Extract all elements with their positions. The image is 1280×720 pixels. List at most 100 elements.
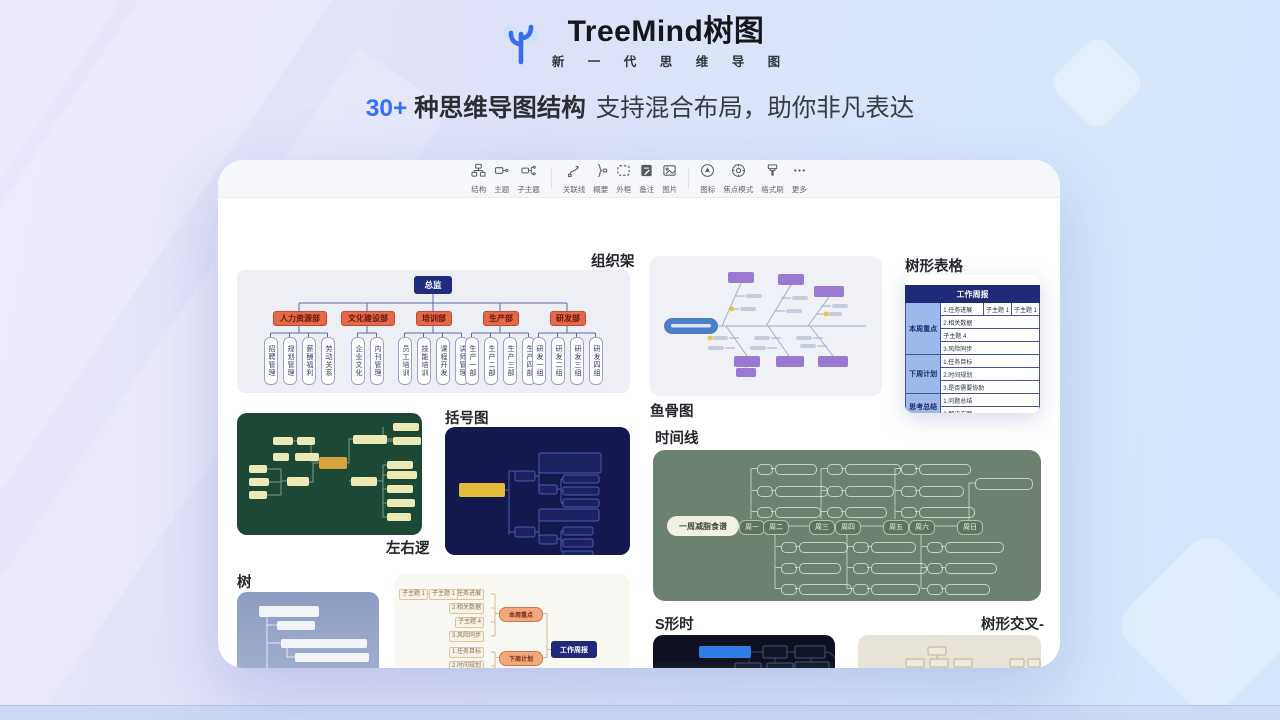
path [505, 470, 515, 535]
rect [929, 658, 949, 668]
brand-en: TreeMind [567, 15, 704, 48]
rect [521, 167, 530, 173]
tr: 3.是否需要协助 [906, 380, 1040, 394]
toolbar-item-sticker[interactable]: 图标 [696, 163, 719, 195]
toolbar-item-note[interactable]: 备注 [635, 163, 658, 195]
rect [471, 171, 478, 177]
timeline-leaf-node [845, 507, 887, 518]
path [807, 296, 830, 327]
image-icon [662, 163, 677, 183]
toolbar-item-subtopic[interactable]: 子主题 [513, 163, 544, 195]
rect [295, 453, 319, 461]
circle [729, 306, 735, 312]
headline-strong: 种思维导图结构 [414, 95, 586, 122]
rect [728, 272, 754, 283]
hdr: 工作周报 [905, 285, 1040, 303]
rect [297, 437, 315, 445]
toolbar-item-outer-frame[interactable]: 外框 [612, 163, 635, 195]
org-dept-node: 生产部 [482, 311, 520, 326]
g [514, 452, 602, 555]
org-leaf-node: 技能培训 [417, 337, 431, 385]
timeline-leaf-node [757, 507, 773, 518]
fishbone-illustration [664, 272, 866, 377]
td: 子主题 1 [1010, 302, 1040, 316]
gallery-label-fishbone: 鱼骨图 [650, 404, 694, 420]
org-leaf-node: 生产二部 [484, 337, 498, 385]
timeline-leaf-node [827, 464, 843, 475]
rect [617, 164, 630, 176]
timeline-leaf-node [757, 464, 773, 475]
timeline-leaf-node [871, 584, 920, 595]
path [267, 624, 281, 644]
timeline-leaf-node [871, 563, 927, 574]
rect [794, 645, 826, 659]
timeline-leaf-node [853, 542, 869, 553]
rect [562, 486, 600, 496]
path [721, 282, 742, 327]
toolbar-item-topic[interactable]: 主题 [490, 163, 513, 195]
toolbar-item-structure[interactable]: 结构 [467, 163, 490, 195]
brand-subtitle: 新 一 代 思 维 导 图 [551, 55, 791, 69]
timeline-leaf-node [799, 584, 852, 595]
circle [665, 167, 669, 171]
rect [712, 336, 728, 340]
rect [480, 171, 486, 177]
org-dept-node: 培训部 [415, 311, 453, 326]
headline-highlight: 30+ [365, 95, 408, 122]
org-chart-thumbnail: 总监人力资源部招聘管理规划管理薪酬福利劳动关系文化建设部企业文化内刊管理培训部员… [237, 270, 630, 393]
rect [671, 324, 711, 328]
toolbar-item-format-painter[interactable]: 格式刷 [757, 163, 788, 195]
gallery-label-tree-table: 树形表格 [905, 259, 963, 275]
rect [663, 164, 676, 176]
rect [387, 461, 413, 469]
toolbar-item-focus-mode[interactable]: 焦点模式 [719, 163, 757, 195]
path [535, 517, 540, 539]
rect [562, 538, 594, 548]
path [765, 284, 792, 327]
org-leaf-node: 薪酬福利 [302, 337, 316, 385]
path [267, 468, 287, 496]
decorative-graphic [598, 163, 608, 177]
weekly-leaf-node: 子主题 4 [455, 617, 485, 628]
toolbar-item-label: 图片 [662, 184, 678, 194]
timeline-day-node: 周四 [835, 519, 861, 535]
path [557, 478, 563, 504]
rect [514, 526, 536, 538]
org-leaf-node: 研发二组 [551, 337, 565, 385]
timeline-leaf-node [853, 584, 869, 595]
circle [701, 163, 715, 177]
rect [495, 166, 504, 174]
rect [762, 645, 788, 659]
path [767, 325, 790, 357]
timeline-leaf-node [975, 478, 1033, 490]
decorative-graphic [270, 294, 596, 337]
rect [734, 356, 760, 367]
sec: 本周重点 [905, 302, 942, 355]
rect [792, 296, 808, 300]
circle [802, 168, 805, 172]
decorative-graphic [641, 164, 652, 176]
timeline-leaf-node [781, 542, 797, 553]
timeline-leaf-node [919, 507, 975, 518]
format-painter-icon [765, 163, 780, 183]
toolbar-item-relation-line[interactable]: 关联线 [559, 163, 590, 195]
rect [754, 336, 770, 340]
rect [249, 478, 269, 486]
topic-icon [494, 163, 509, 183]
timeline-leaf-node [845, 486, 894, 497]
toolbar-item-label: 结构 [471, 184, 487, 194]
td: 1.任务目标 [940, 354, 1040, 368]
rect [746, 294, 762, 298]
timeline-leaf-node [845, 464, 901, 475]
toolbar-item-more[interactable]: 更多 [788, 163, 811, 195]
rect [273, 437, 293, 445]
timeline-day-node: 周一 [739, 519, 765, 535]
toolbar-item-summary[interactable]: 概要 [589, 163, 612, 195]
tr: 工作周报 [905, 285, 1040, 303]
rect [786, 309, 802, 313]
toolbar-item-image[interactable]: 图片 [658, 163, 681, 195]
headline-normal: 支持混合布局，助你非凡表达 [595, 95, 915, 122]
g [905, 646, 1041, 668]
weekly-branch-node: 本周重点 [499, 607, 543, 622]
